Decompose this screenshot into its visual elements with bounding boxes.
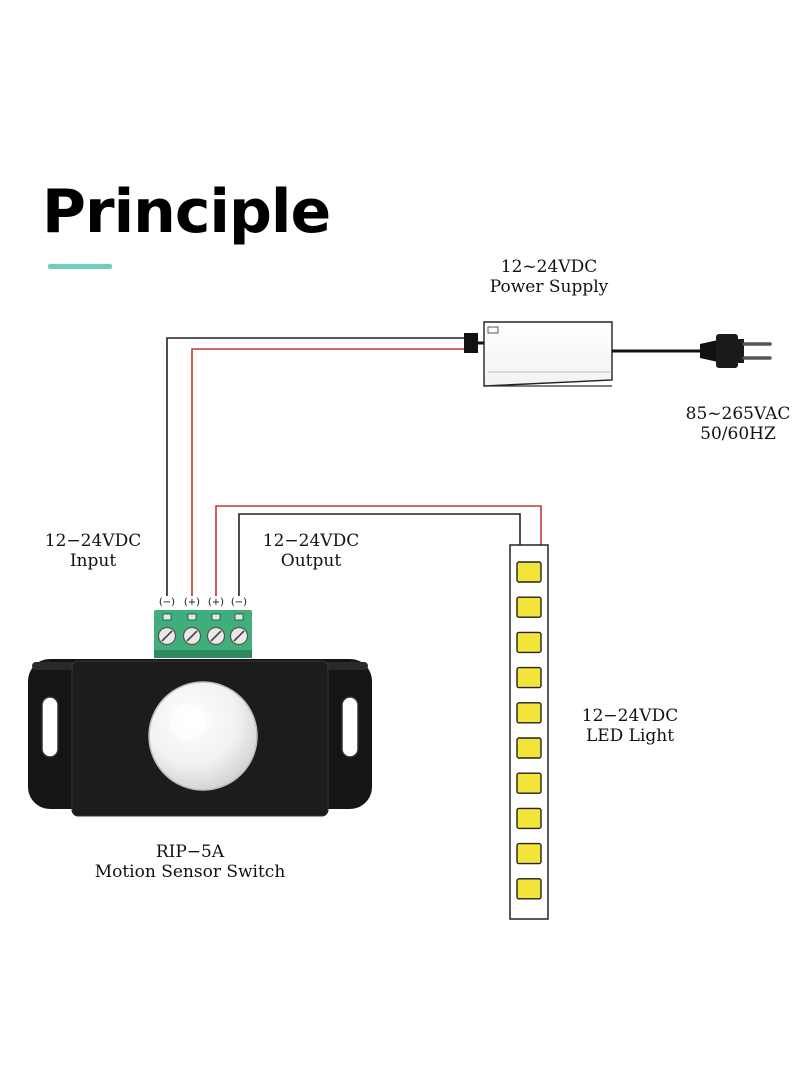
led-chip [516,561,542,583]
led-chip [516,596,542,618]
input-wires [166,333,486,596]
screw-slot [186,630,198,642]
output-positive-wire [215,505,542,596]
led-chip [516,737,542,759]
wire-connector [464,333,478,353]
output-label: 12−24VDC Output [262,531,360,571]
terminal-slot [162,613,172,621]
led-chip [516,878,542,900]
terminal-slot [187,613,197,621]
sensor-label: RIP−5A Motion Sensor Switch [94,842,286,882]
pir-dome [148,681,258,791]
terminal-label: (+) [184,597,200,608]
mounting-slot-right [341,696,359,758]
led-strip [509,544,549,920]
led-chip [516,631,542,654]
page-title: Principle [42,177,331,247]
title-underline [48,264,112,269]
terminal-block: (−) (+) (+) (−) [154,597,252,658]
motion-sensor-switch [28,659,372,817]
power-supply [483,321,613,387]
input-label: 12−24VDC Input [44,531,142,571]
output-negative-wire [238,513,521,596]
output-wires [215,505,542,596]
led-chip [516,666,542,689]
led-chip [516,842,542,865]
terminal-slot [211,613,221,621]
led-chip [516,702,542,724]
led-chip [516,772,542,794]
mounting-slot-left [41,696,59,758]
terminal-label: (−) [159,597,175,608]
screw-slot [161,630,173,642]
mains-label: 85~265VAC 50/60HZ [685,404,791,444]
led-chip [516,807,542,830]
mains-plug [612,334,772,368]
power-supply-label: 12~24VDC Power Supply [489,257,609,297]
terminal-slot [234,613,244,621]
screw-slot [233,630,245,642]
input-positive-wire [191,348,468,596]
terminal-label: (+) [208,597,224,608]
screw-slot [210,630,222,642]
terminal-label: (−) [231,597,247,608]
led-light-label: 12−24VDC LED Light [581,706,679,746]
